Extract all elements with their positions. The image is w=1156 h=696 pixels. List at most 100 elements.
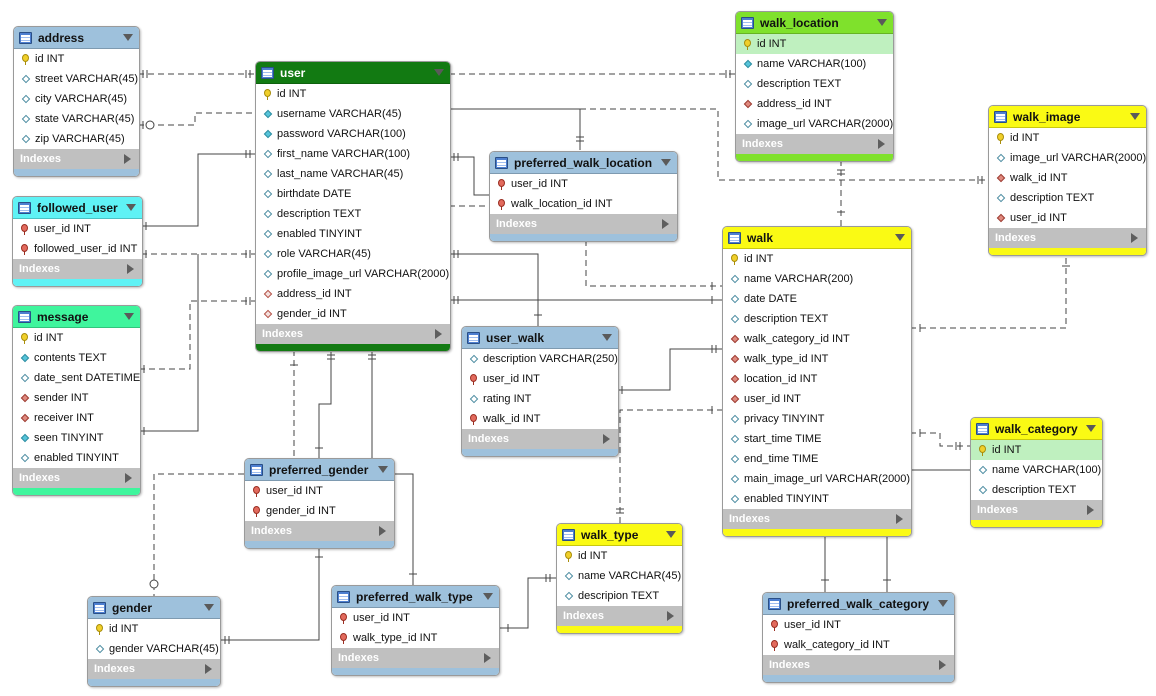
indexes-section[interactable]: Indexes: [736, 134, 893, 154]
collapse-caret-icon[interactable]: [938, 600, 948, 607]
column-row[interactable]: id INT: [13, 328, 140, 348]
table-header[interactable]: address: [14, 27, 139, 49]
collapse-caret-icon[interactable]: [877, 19, 887, 26]
collapse-caret-icon[interactable]: [204, 604, 214, 611]
indexes-section[interactable]: Indexes: [462, 429, 618, 449]
column-row[interactable]: name VARCHAR(100): [971, 460, 1102, 480]
table-header[interactable]: walk_image: [989, 106, 1146, 128]
collapse-caret-icon[interactable]: [602, 334, 612, 341]
column-row[interactable]: user_id INT: [332, 608, 499, 628]
collapse-caret-icon[interactable]: [123, 34, 133, 41]
indexes-section[interactable]: Indexes: [14, 149, 139, 169]
column-row[interactable]: description TEXT: [256, 204, 450, 224]
column-row[interactable]: date_sent DATETIME: [13, 368, 140, 388]
column-row[interactable]: id INT: [723, 249, 911, 269]
column-row[interactable]: last_name VARCHAR(45): [256, 164, 450, 184]
expand-arrow-icon[interactable]: [939, 660, 946, 670]
column-row[interactable]: enabled TINYINT: [256, 224, 450, 244]
column-row[interactable]: id INT: [557, 546, 682, 566]
table-header[interactable]: walk_location: [736, 12, 893, 34]
table-header[interactable]: user: [256, 62, 450, 84]
column-row[interactable]: id INT: [989, 128, 1146, 148]
column-row[interactable]: descripion TEXT: [557, 586, 682, 606]
column-row[interactable]: street VARCHAR(45): [14, 69, 139, 89]
column-row[interactable]: image_url VARCHAR(2000): [989, 148, 1146, 168]
column-row[interactable]: main_image_url VARCHAR(2000): [723, 469, 911, 489]
expand-arrow-icon[interactable]: [603, 434, 610, 444]
column-row[interactable]: contents TEXT: [13, 348, 140, 368]
column-row[interactable]: description TEXT: [989, 188, 1146, 208]
expand-arrow-icon[interactable]: [435, 329, 442, 339]
column-row[interactable]: followed_user_id INT: [13, 239, 142, 259]
expand-arrow-icon[interactable]: [125, 473, 132, 483]
table-header[interactable]: walk: [723, 227, 911, 249]
column-row[interactable]: user_id INT: [723, 389, 911, 409]
table-header[interactable]: walk_type: [557, 524, 682, 546]
column-row[interactable]: walk_category_id INT: [723, 329, 911, 349]
column-row[interactable]: seen TINYINT: [13, 428, 140, 448]
expand-arrow-icon[interactable]: [662, 219, 669, 229]
table-header[interactable]: preferred_walk_type: [332, 586, 499, 608]
column-row[interactable]: image_url VARCHAR(2000): [736, 114, 893, 134]
column-row[interactable]: address_id INT: [736, 94, 893, 114]
column-row[interactable]: walk_id INT: [462, 409, 618, 429]
indexes-section[interactable]: Indexes: [490, 214, 677, 234]
column-row[interactable]: address_id INT: [256, 284, 450, 304]
column-row[interactable]: start_time TIME: [723, 429, 911, 449]
column-row[interactable]: user_id INT: [245, 481, 394, 501]
expand-arrow-icon[interactable]: [667, 611, 674, 621]
expand-arrow-icon[interactable]: [124, 154, 131, 164]
table-header[interactable]: message: [13, 306, 140, 328]
column-row[interactable]: walk_id INT: [989, 168, 1146, 188]
expand-arrow-icon[interactable]: [127, 264, 134, 274]
collapse-caret-icon[interactable]: [895, 234, 905, 241]
column-row[interactable]: walk_type_id INT: [723, 349, 911, 369]
column-row[interactable]: sender INT: [13, 388, 140, 408]
table-header[interactable]: followed_user: [13, 197, 142, 219]
indexes-section[interactable]: Indexes: [13, 468, 140, 488]
column-row[interactable]: id INT: [256, 84, 450, 104]
column-row[interactable]: user_id INT: [490, 174, 677, 194]
expand-arrow-icon[interactable]: [1131, 233, 1138, 243]
column-row[interactable]: date DATE: [723, 289, 911, 309]
indexes-section[interactable]: Indexes: [971, 500, 1102, 520]
column-row[interactable]: user_id INT: [13, 219, 142, 239]
table-header[interactable]: gender: [88, 597, 220, 619]
collapse-caret-icon[interactable]: [1130, 113, 1140, 120]
column-row[interactable]: rating INT: [462, 389, 618, 409]
expand-arrow-icon[interactable]: [379, 526, 386, 536]
expand-arrow-icon[interactable]: [878, 139, 885, 149]
column-row[interactable]: description TEXT: [736, 74, 893, 94]
column-row[interactable]: gender_id INT: [245, 501, 394, 521]
column-row[interactable]: role VARCHAR(45): [256, 244, 450, 264]
column-row[interactable]: id INT: [88, 619, 220, 639]
column-row[interactable]: password VARCHAR(100): [256, 124, 450, 144]
column-row[interactable]: id INT: [736, 34, 893, 54]
column-row[interactable]: user_id INT: [763, 615, 954, 635]
collapse-caret-icon[interactable]: [124, 313, 134, 320]
column-row[interactable]: walk_location_id INT: [490, 194, 677, 214]
column-row[interactable]: receiver INT: [13, 408, 140, 428]
table-header[interactable]: preferred_walk_category: [763, 593, 954, 615]
indexes-section[interactable]: Indexes: [88, 659, 220, 679]
expand-arrow-icon[interactable]: [484, 653, 491, 663]
column-row[interactable]: enabled TINYINT: [723, 489, 911, 509]
expand-arrow-icon[interactable]: [205, 664, 212, 674]
indexes-section[interactable]: Indexes: [256, 324, 450, 344]
column-row[interactable]: end_time TIME: [723, 449, 911, 469]
indexes-section[interactable]: Indexes: [245, 521, 394, 541]
